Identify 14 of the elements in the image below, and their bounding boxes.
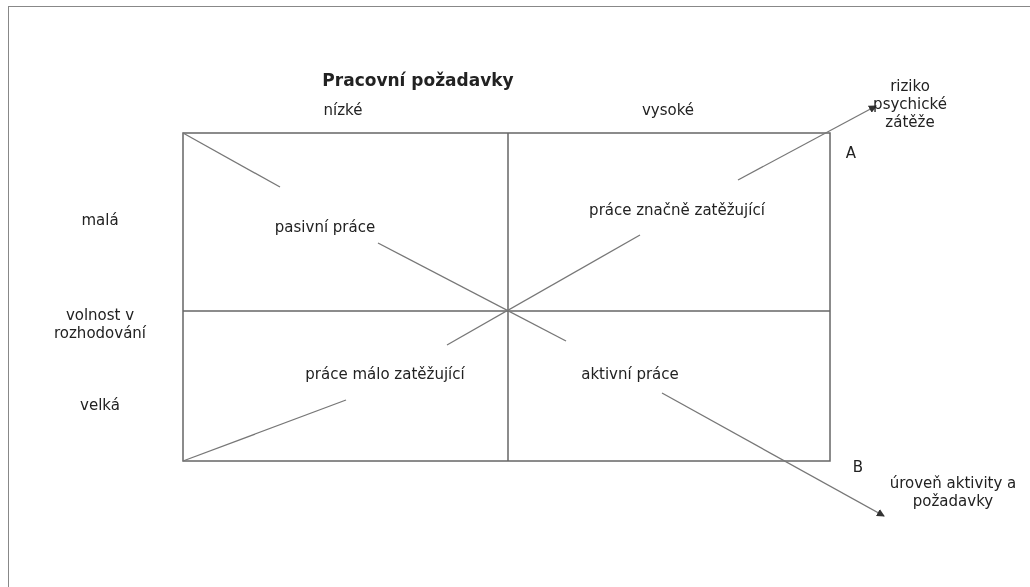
axis-label: nízké (322, 101, 364, 119)
quadrant-label: práce málo zatěžující (304, 365, 466, 383)
axis-label: vysoké (640, 101, 696, 119)
quadrant-label: práce značně zatěžující (588, 201, 766, 219)
axis-letter: B (851, 458, 865, 476)
axis-title: volnost v rozhodování (53, 306, 147, 342)
axis-label: malá (80, 211, 120, 229)
axis-label: úroveň aktivity a požadavky (888, 474, 1018, 510)
axis-label: riziko psychické zátěže (872, 77, 948, 131)
quadrant-label: pasivní práce (273, 218, 377, 236)
quadrant-label: aktivní práce (580, 365, 680, 383)
axis-title: Pracovní požadavky (321, 69, 515, 91)
axis-label: velká (79, 396, 121, 414)
axis-letter: A (844, 144, 858, 162)
